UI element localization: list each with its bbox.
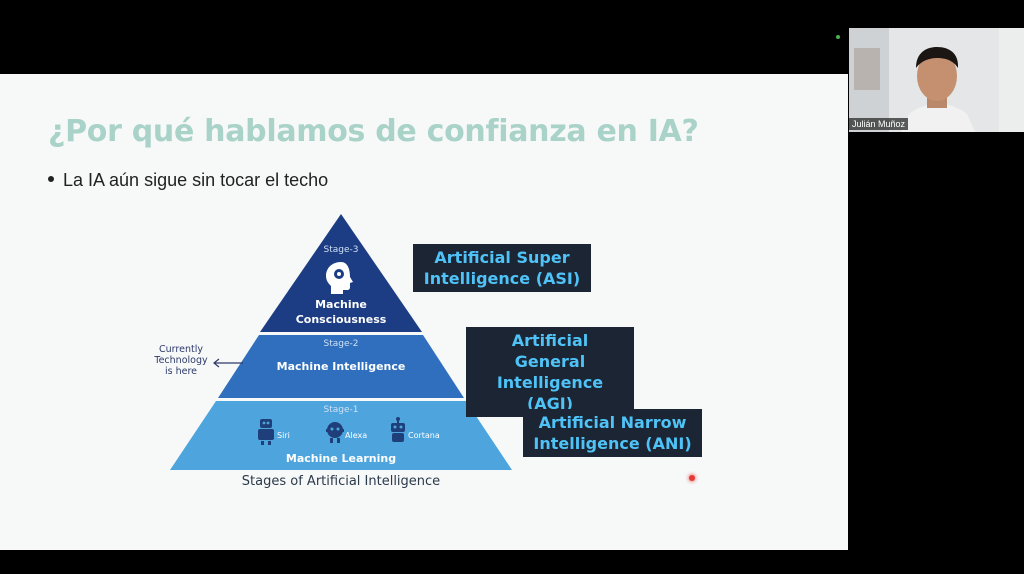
brain-head-icon (326, 262, 353, 294)
tag-agi: Artificial General Intelligence (AGI) (466, 327, 634, 417)
machine-consciousness-label: Machine Consciousness (295, 298, 387, 326)
presentation-slide: ¿Por qué hablamos de confianza en IA? La… (0, 74, 848, 550)
machine-intelligence-label: Machine Intelligence (276, 360, 406, 373)
participant-video[interactable] (849, 28, 1024, 132)
app-label-cortana: Cortana (408, 431, 440, 440)
cortana-robot-icon (391, 417, 405, 442)
tag-ani: Artificial Narrow Intelligence (ANI) (523, 409, 702, 457)
stage-2-label: Stage-2 (323, 339, 359, 349)
participant-avatar (849, 28, 1024, 132)
bullet-dot-icon (48, 176, 54, 183)
stage-1-label: Stage-1 (323, 405, 359, 415)
current-technology-note: Currently Technology is here (154, 344, 208, 377)
stage-3-label: Stage-3 (323, 245, 359, 255)
pyramid-caption: Stages of Artificial Intelligence (241, 474, 441, 489)
bullet-text: La IA aún sigue sin tocar el techo (63, 170, 329, 190)
app-label-alexa: Alexa (345, 431, 368, 440)
laser-pointer (689, 475, 695, 481)
ai-stages-pyramid: Stage-3 Machine Consciousness Stage-2 Ma… (168, 212, 514, 470)
slide-title: ¿Por qué hablamos de confianza en IA? (48, 114, 699, 149)
bullet-item: La IA aún sigue sin tocar el techo (48, 170, 328, 191)
alexa-device-icon (326, 422, 344, 443)
pyramid-tier-1 (170, 401, 512, 470)
participant-name: Julián Muñoz (849, 118, 909, 130)
status-dot (836, 35, 840, 39)
arrow-left-icon (213, 358, 243, 368)
pyramid-tier-2 (218, 335, 464, 398)
machine-learning-label: Machine Learning (285, 452, 397, 465)
robot-icon (258, 419, 274, 445)
tag-asi: Artificial Super Intelligence (ASI) (413, 244, 591, 292)
app-label-siri: Siri (277, 431, 290, 440)
pyramid-graphic (170, 214, 512, 470)
